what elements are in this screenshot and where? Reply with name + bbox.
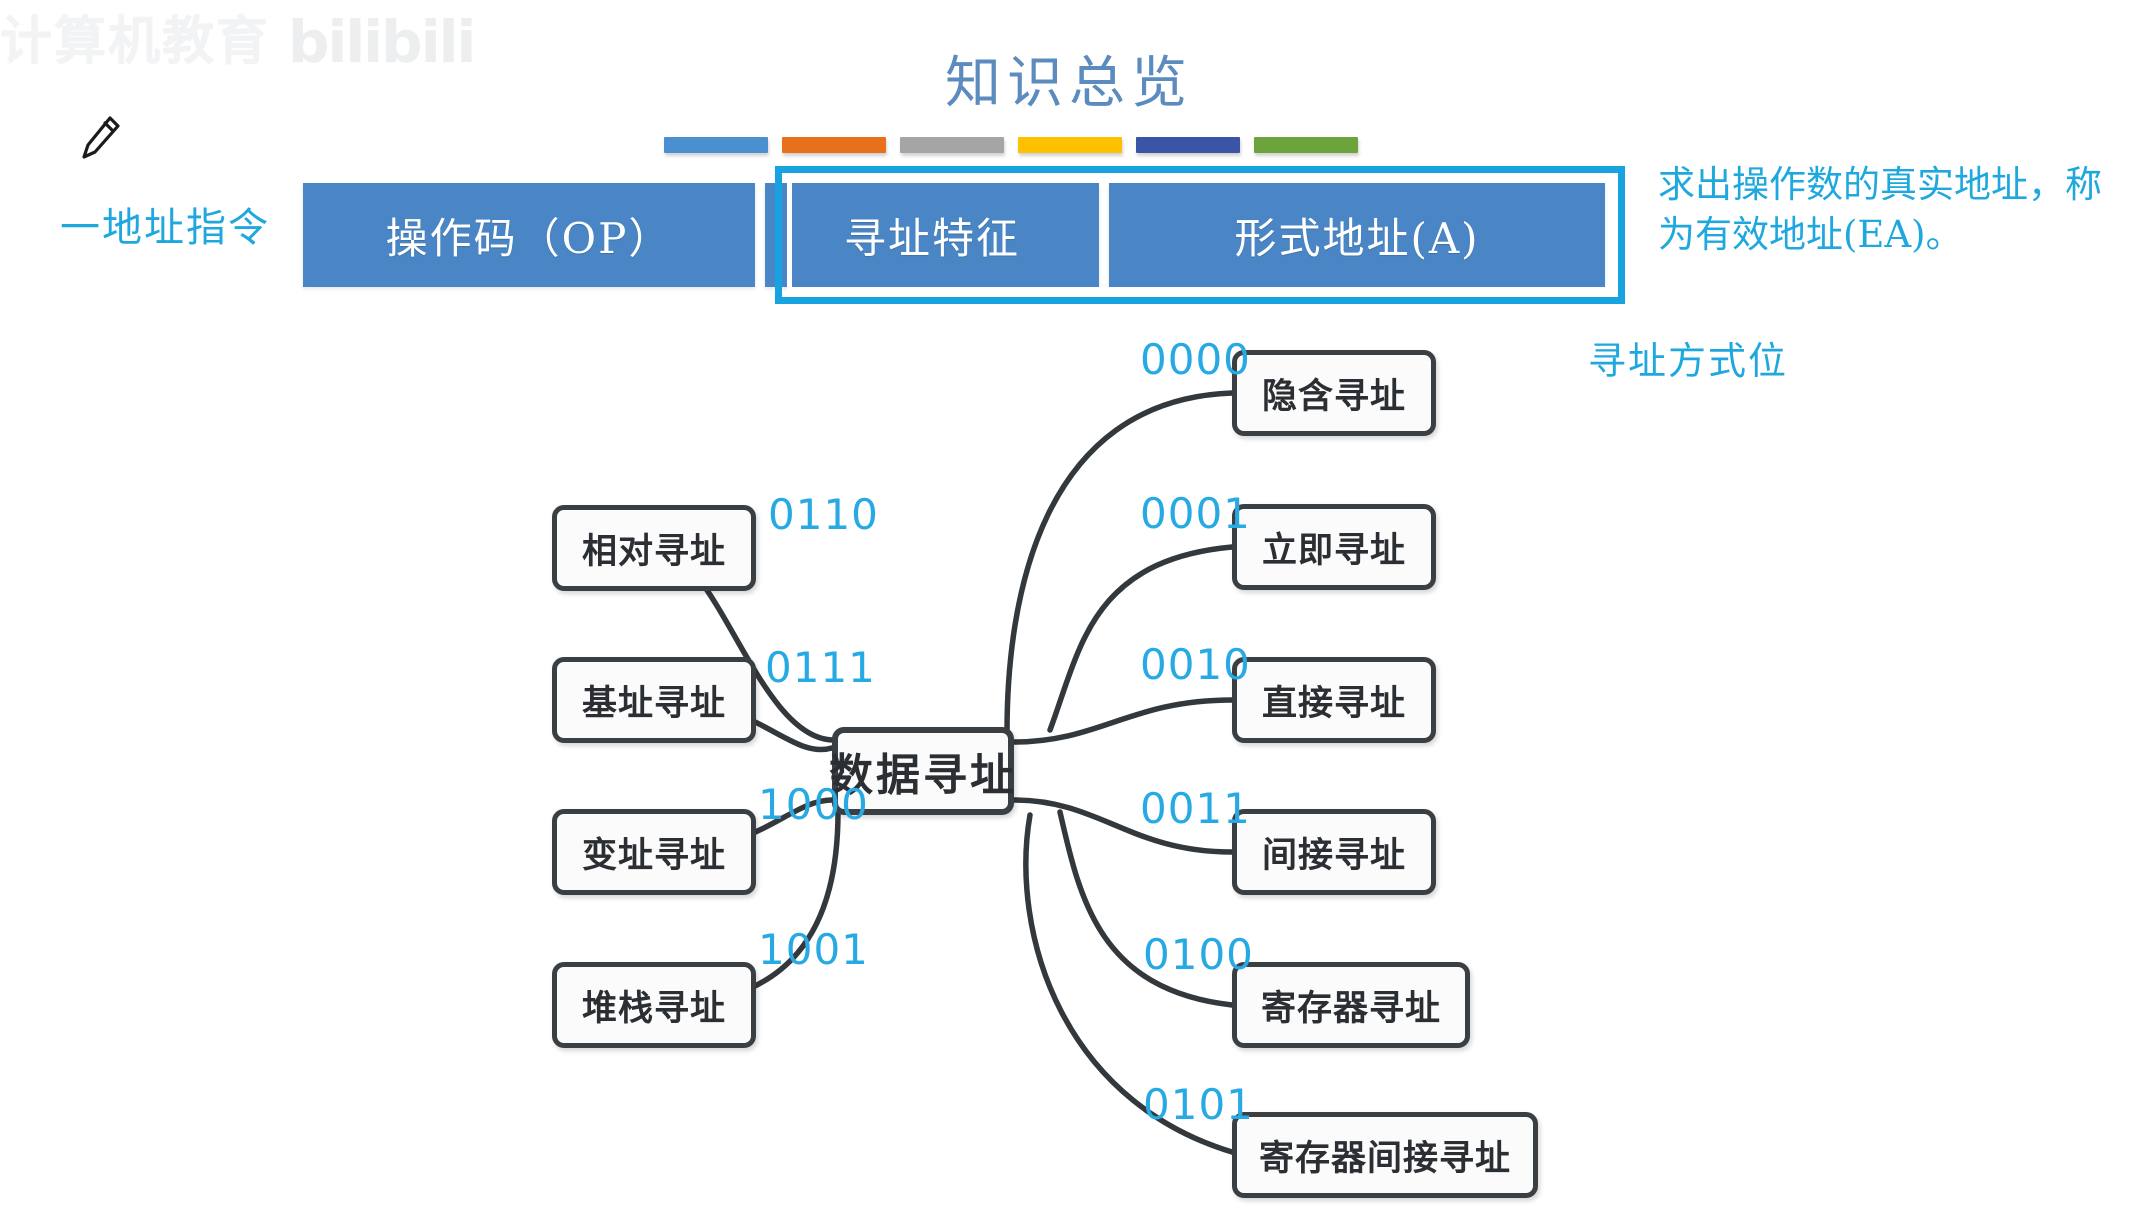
mindmap-node-implied-addressing[interactable]: 隐含寻址: [1232, 350, 1436, 436]
mindmap-code-0111: 0111: [765, 643, 876, 692]
mindmap-node-register-indirect-addressing[interactable]: 寄存器间接寻址: [1232, 1112, 1538, 1198]
effective-address-note: 求出操作数的真实地址，称为有效地址(EA)。: [1658, 163, 2102, 256]
mindmap-code-0101: 0101: [1143, 1080, 1254, 1129]
instruction-field-address: 形式地址(A): [1109, 183, 1605, 287]
mindmap-code-0011: 0011: [1140, 784, 1251, 833]
mindmap-code-0100: 0100: [1143, 930, 1254, 979]
segment-blue: [664, 137, 768, 153]
segment-dark-blue: [1136, 137, 1240, 153]
segment-yellow: [1018, 137, 1122, 153]
mindmap-code-0110: 0110: [768, 490, 879, 539]
mindmap-node-stack-addressing[interactable]: 堆栈寻址: [552, 962, 756, 1048]
page-title: 知识总览: [945, 51, 1193, 116]
mindmap-code-1000: 1000: [758, 780, 869, 829]
mindmap-code-0001: 0001: [1140, 489, 1251, 538]
mindmap-node-immediate-addressing[interactable]: 立即寻址: [1232, 504, 1436, 590]
segment-gray: [900, 137, 1004, 153]
instruction-format-bar: 操作码（OP） 寻址特征 形式地址(A): [303, 183, 1609, 287]
segment-color-bar: [664, 137, 1358, 153]
mindmap-code-1001: 1001: [758, 925, 869, 974]
segment-orange: [782, 137, 886, 153]
instruction-field-mode: 寻址特征: [765, 183, 1099, 287]
mindmap-node-base-addressing[interactable]: 基址寻址: [552, 657, 756, 743]
highlight-box: [775, 166, 1625, 304]
mindmap-code-0010: 0010: [1140, 640, 1251, 689]
instruction-field-opcode: 操作码（OP）: [303, 183, 755, 287]
mode-bits-note: 寻址方式位: [1588, 339, 1789, 383]
pencil-icon: [78, 112, 124, 164]
mindmap-node-direct-addressing[interactable]: 直接寻址: [1232, 657, 1436, 743]
instruction-row-label: 一地址指令: [60, 205, 270, 251]
mindmap-node-relative-addressing[interactable]: 相对寻址: [552, 505, 756, 591]
mindmap-node-indexed-addressing[interactable]: 变址寻址: [552, 809, 756, 895]
mindmap-center-node[interactable]: 数据寻址: [829, 727, 1014, 815]
mindmap-node-register-addressing[interactable]: 寄存器寻址: [1232, 962, 1470, 1048]
mindmap-code-0000: 0000: [1140, 335, 1251, 384]
highlight-box-inner-outline: [787, 178, 1613, 292]
mindmap-node-indirect-addressing[interactable]: 间接寻址: [1232, 809, 1436, 895]
segment-green: [1254, 137, 1358, 153]
